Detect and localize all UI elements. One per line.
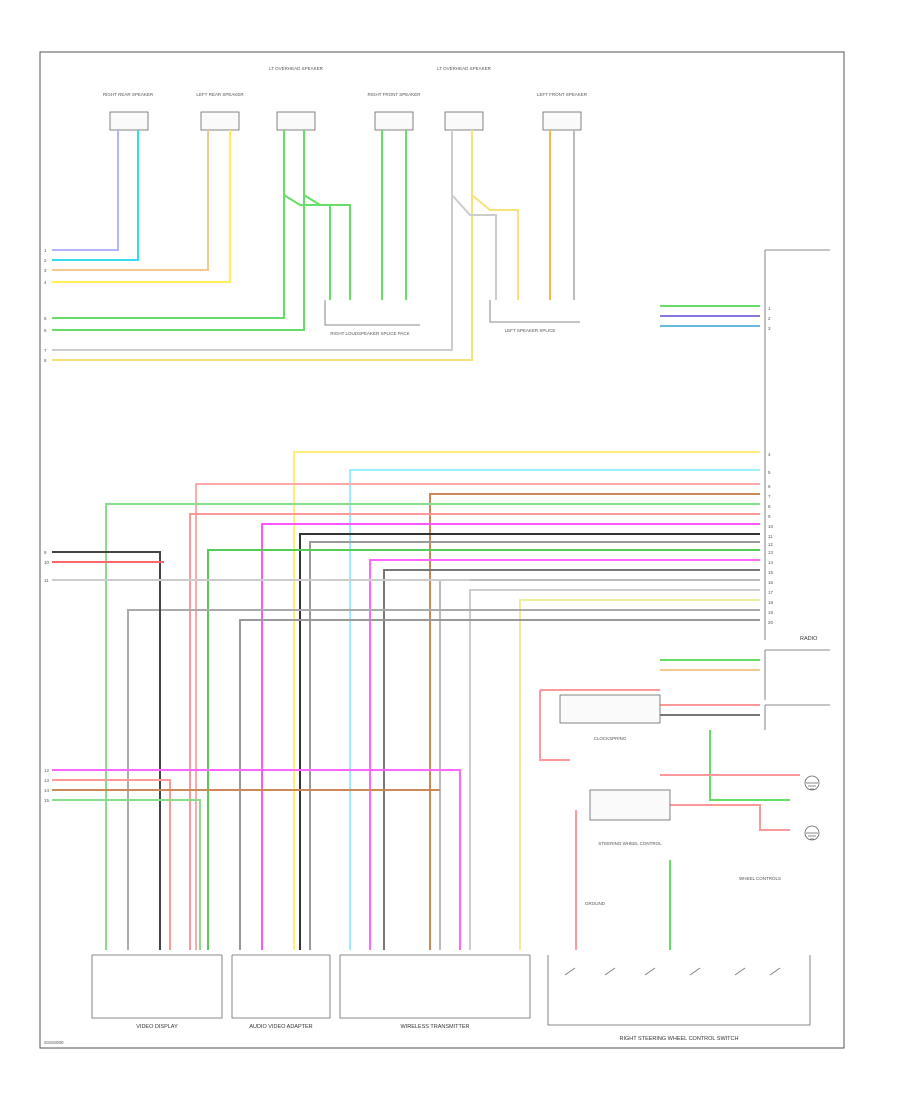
svg-text:15: 15 (44, 798, 50, 803)
diagram-frame (39, 51, 845, 1049)
module-label: RIGHT STEERING WHEEL CONTROL SWITCH (620, 1036, 739, 1042)
svg-text:13: 13 (768, 550, 774, 555)
svg-text:7: 7 (768, 494, 771, 499)
audio-video-adapter-module: AUDIO VIDEO ADAPTER (231, 955, 331, 1030)
speaker-label: RIGHT REAR SPEAKER (103, 92, 154, 97)
splice-right-label: RIGHT LOUDSPEAKER SPLICE PACK (330, 331, 409, 336)
svg-text:8: 8 (768, 504, 771, 509)
svg-text:12: 12 (768, 542, 774, 547)
svg-text:4: 4 (768, 452, 771, 457)
speaker-label: LT OVERHEAD SPEAKER (437, 66, 492, 71)
svg-text:16: 16 (768, 580, 774, 585)
left-pin-numbers-lower: 9 10 11 12 13 14 15 (44, 550, 50, 803)
page-code: SSSS000 (44, 1040, 64, 1045)
module-label: WIRELESS TRANSMITTER (401, 1024, 470, 1030)
svg-text:5: 5 (44, 316, 47, 321)
radio-connector: RADIO (764, 249, 830, 730)
svg-text:9: 9 (768, 514, 771, 519)
ground-label: GROUND (585, 901, 606, 906)
speaker-label: LEFT REAR SPEAKER (196, 92, 244, 97)
svg-text:20: 20 (768, 620, 774, 625)
svg-text:1: 1 (44, 248, 47, 253)
speaker-label: RIGHT FRONT SPEAKER (367, 92, 421, 97)
speaker-lt-overhead-2: LT OVERHEAD SPEAKER (437, 66, 492, 131)
svg-text:19: 19 (768, 610, 774, 615)
radio-label: RADIO (800, 636, 818, 642)
speaker-lt-overhead-1: LT OVERHEAD SPEAKER (269, 66, 324, 131)
svg-text:8: 8 (44, 358, 47, 363)
radio-top-inputs (660, 305, 760, 327)
svg-text:12: 12 (44, 768, 50, 773)
svg-text:10: 10 (44, 560, 50, 565)
radio-harness (52, 451, 760, 950)
svg-text:18: 18 (768, 600, 774, 605)
clockspring-box (559, 694, 661, 724)
speaker-left-front: LEFT FRONT SPEAKER (537, 92, 588, 131)
svg-text:11: 11 (44, 578, 49, 583)
svg-text:4: 4 (44, 280, 47, 285)
svg-text:10: 10 (768, 524, 774, 529)
wheel-controls-label: WHEEL CONTROLS (739, 876, 781, 881)
svg-text:17: 17 (768, 590, 774, 595)
svg-text:2: 2 (768, 316, 771, 321)
clockspring-label: CLOCKSPRING (594, 736, 627, 741)
svg-text:2: 2 (44, 258, 47, 263)
svg-text:5: 5 (768, 470, 771, 475)
speaker-right-rear: RIGHT REAR SPEAKER (103, 92, 154, 131)
steering-wheel-switch-module: RIGHT STEERING WHEEL CONTROL SWITCH (547, 955, 811, 1042)
speaker-label: LEFT FRONT SPEAKER (537, 92, 588, 97)
svg-text:14: 14 (44, 788, 50, 793)
left-pin-numbers: 1 2 3 4 5 6 7 8 (44, 248, 47, 363)
speaker-wires (52, 130, 575, 361)
svg-text:9: 9 (44, 550, 47, 555)
svg-text:6: 6 (44, 328, 47, 333)
splice-left-label: LEFT SPEAKER SPLICE (505, 328, 556, 333)
ground-symbol (804, 775, 820, 841)
svg-text:3: 3 (768, 326, 771, 331)
speaker-right-front: RIGHT FRONT SPEAKER (367, 92, 421, 131)
speaker-left-rear: LEFT REAR SPEAKER (196, 92, 244, 131)
video-display-module: VIDEO DISPLAY (91, 955, 223, 1030)
steering-control-box (589, 789, 671, 821)
speaker-label: LT OVERHEAD SPEAKER (269, 66, 324, 71)
module-label: VIDEO DISPLAY (136, 1024, 178, 1030)
steering-control-label: STEERING WHEEL CONTROL (598, 841, 662, 846)
svg-text:15: 15 (768, 570, 774, 575)
svg-text:13: 13 (44, 778, 50, 783)
radio-lower-inputs (539, 659, 800, 950)
svg-text:1: 1 (768, 306, 771, 311)
wireless-transmitter-module: WIRELESS TRANSMITTER (339, 955, 531, 1030)
module-label: AUDIO VIDEO ADAPTER (249, 1024, 312, 1030)
svg-text:14: 14 (768, 560, 774, 565)
svg-text:7: 7 (44, 348, 47, 353)
svg-text:6: 6 (768, 484, 771, 489)
svg-text:11: 11 (768, 534, 773, 539)
svg-text:3: 3 (44, 268, 47, 273)
